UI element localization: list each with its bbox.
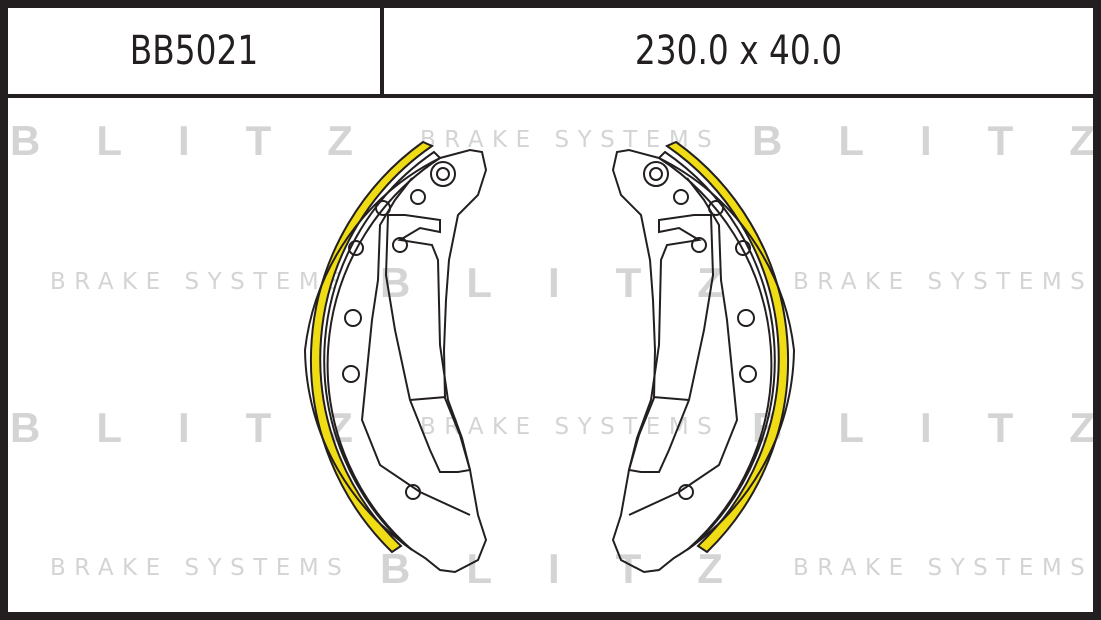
- dimensions: 230.0 x 40.0: [634, 28, 843, 74]
- watermark-tagline: BRAKE SYSTEMS: [50, 269, 351, 295]
- watermark-tagline: BRAKE SYSTEMS: [420, 414, 721, 440]
- watermark-tagline: BRAKE SYSTEMS: [793, 269, 1094, 295]
- watermark-tagline: BRAKE SYSTEMS: [420, 127, 721, 153]
- watermark-brand: BLITZ: [380, 259, 779, 306]
- watermark-tagline: BRAKE SYSTEMS: [50, 555, 351, 581]
- watermark-brand: BLITZ: [10, 117, 409, 164]
- watermark-tagline: BRAKE SYSTEMS: [793, 555, 1094, 581]
- watermark-brand: BLITZ: [752, 404, 1095, 451]
- watermark-brand: BLITZ: [752, 117, 1095, 164]
- part-number: BB5021: [129, 28, 259, 74]
- watermark-brand: BLITZ: [10, 404, 409, 451]
- header-divider: [0, 94, 1101, 98]
- header-column-divider: [380, 0, 384, 96]
